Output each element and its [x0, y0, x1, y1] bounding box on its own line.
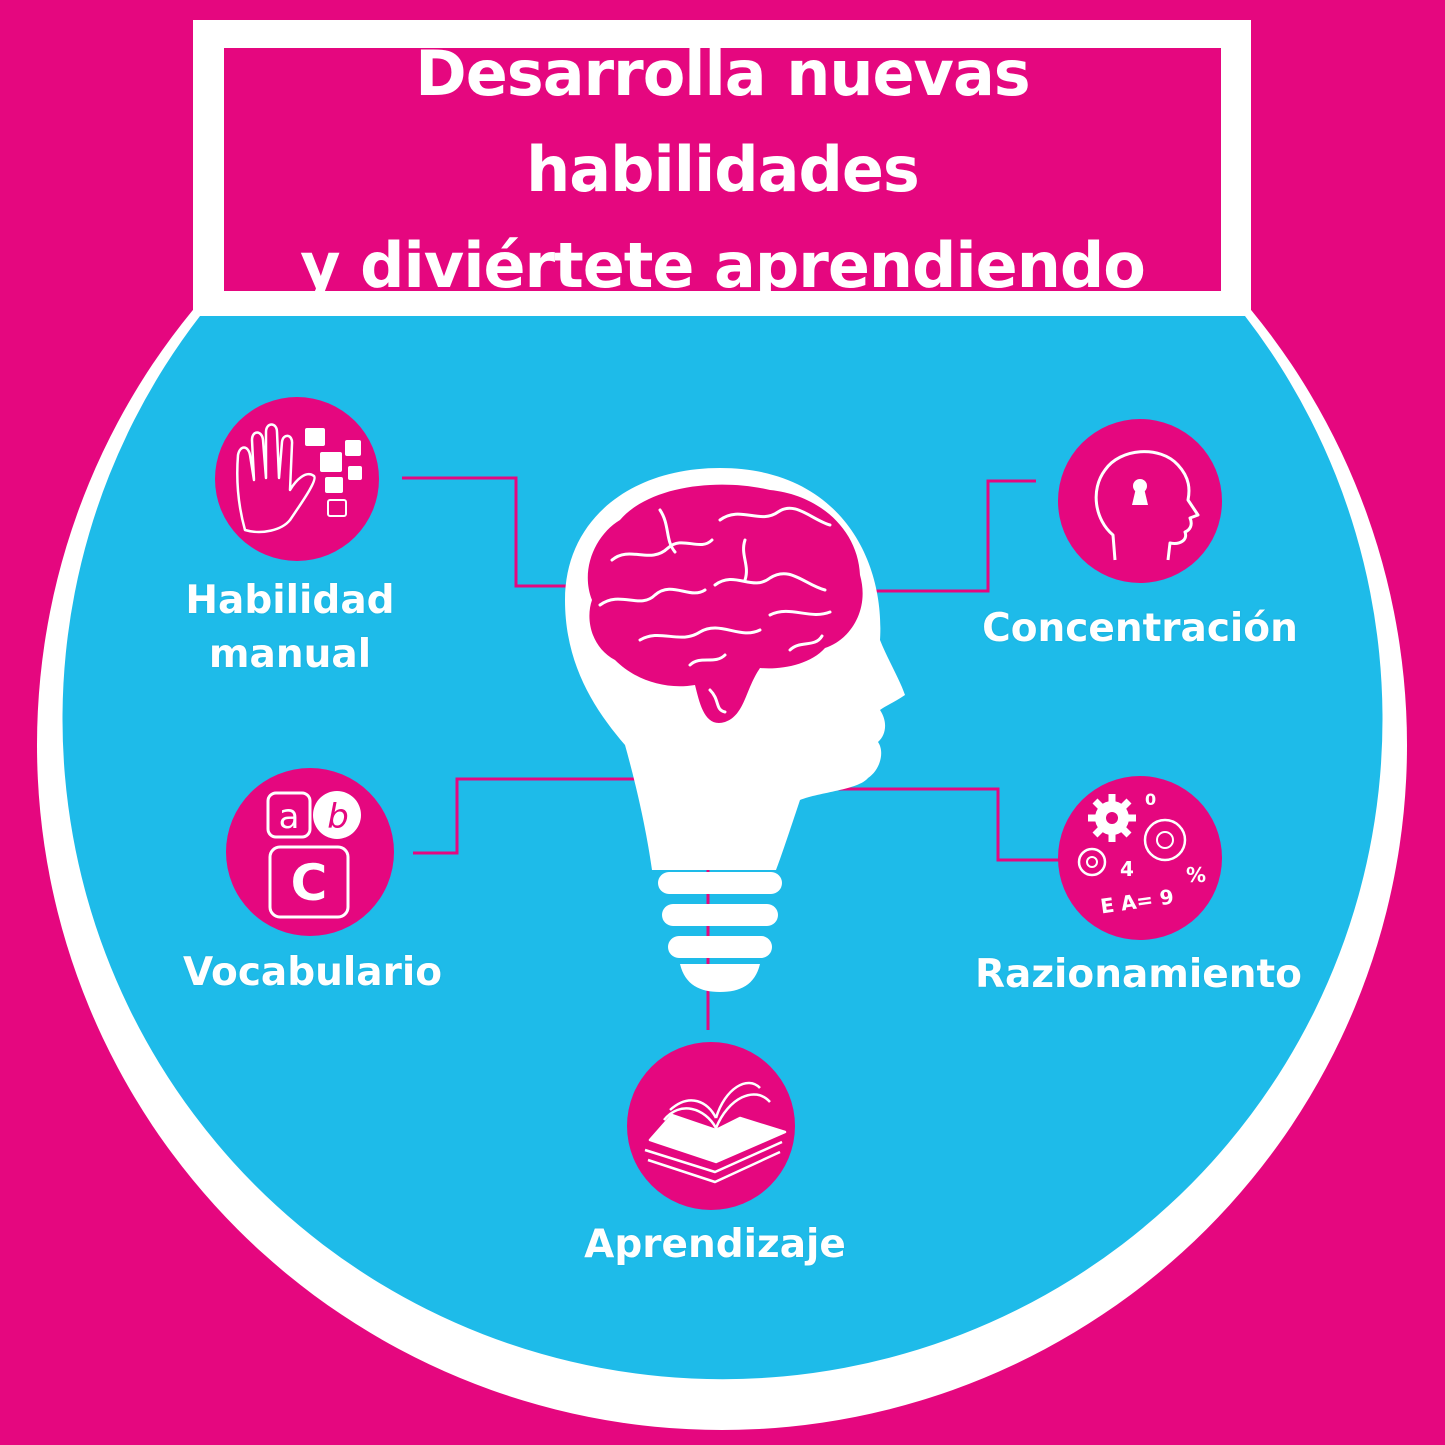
math-percent: % — [1186, 863, 1206, 887]
label-habilidad-line2: manual — [208, 632, 372, 677]
math-four: 4 — [1120, 857, 1134, 881]
math-zero: 0 — [1145, 790, 1156, 809]
abc-blocks-icon: a b C — [266, 791, 361, 919]
open-book-icon — [644, 1081, 787, 1184]
letter-a: a — [279, 797, 300, 837]
label-habilidad-manual: Habilidad manual — [170, 574, 410, 682]
circle-concentracion — [1058, 419, 1222, 583]
hand-puzzle-icon — [236, 423, 316, 534]
letter-c: C — [291, 854, 328, 912]
label-habilidad-line1: Habilidad — [185, 578, 395, 623]
label-razionamiento: Razionamiento — [975, 952, 1302, 997]
title-line-1: Desarrolla nuevas habilidades — [415, 36, 1030, 206]
letter-b: b — [327, 797, 349, 837]
circle-habilidad — [215, 397, 379, 561]
circle-vocabulario: a b C — [226, 768, 394, 936]
circle-razionamiento: 0 4 % E A= 9 — [1058, 776, 1222, 940]
label-aprendizaje: Aprendizaje — [584, 1222, 846, 1267]
circle-aprendizaje — [627, 1042, 795, 1210]
title-banner: Desarrolla nuevas habilidades y diviérte… — [224, 37, 1221, 302]
label-concentracion: Concentración — [982, 606, 1298, 651]
brain-icon — [587, 484, 863, 723]
puzzle-pieces-icon — [305, 428, 362, 493]
line-concentracion — [850, 479, 1036, 593]
label-vocabulario: Vocabulario — [182, 950, 443, 995]
head-keyhole-icon — [1094, 450, 1200, 561]
title-line-2: y diviértete aprendiendo — [300, 228, 1146, 302]
